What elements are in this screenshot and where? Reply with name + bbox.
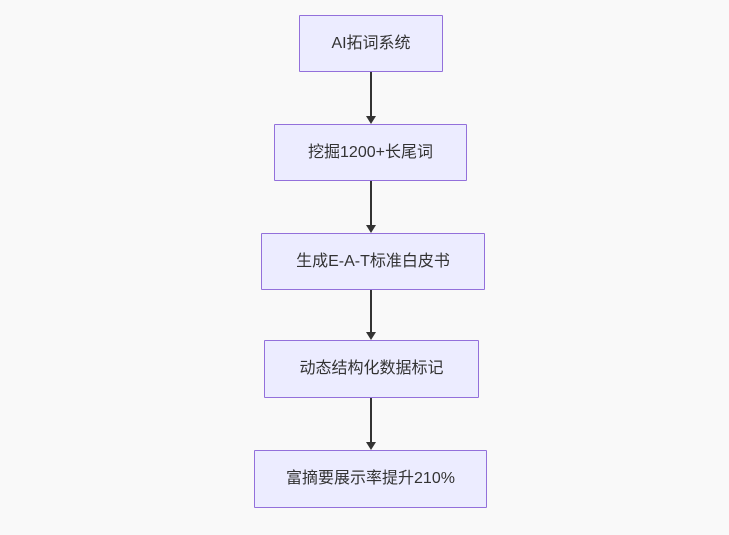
arrow-line	[370, 398, 372, 442]
arrowhead-icon	[366, 225, 376, 233]
arrow-line	[370, 72, 372, 116]
arrow-line	[370, 290, 372, 332]
arrow-down-icon	[365, 181, 377, 233]
flow-node-label: 富摘要展示率提升210%	[286, 470, 455, 488]
flow-node-label: 挖掘1200+长尾词	[308, 143, 433, 161]
flow-node-ai-word-expansion: AI拓词系统	[299, 15, 443, 72]
flow-node-label: 生成E-A-T标准白皮书	[296, 252, 450, 270]
arrow-down-icon	[365, 72, 377, 124]
flow-node-eat-whitepaper: 生成E-A-T标准白皮书	[261, 233, 485, 290]
arrowhead-icon	[366, 116, 376, 124]
flow-node-rich-snippet-result: 富摘要展示率提升210%	[254, 450, 487, 508]
flow-node-label: 动态结构化数据标记	[299, 360, 444, 378]
arrowhead-icon	[366, 442, 376, 450]
arrow-down-icon	[365, 290, 377, 340]
flow-node-label: AI拓词系统	[331, 34, 411, 52]
arrow-down-icon	[365, 398, 377, 450]
flow-node-longtail-mining: 挖掘1200+长尾词	[274, 124, 467, 181]
flow-node-structured-data-markup: 动态结构化数据标记	[264, 340, 479, 398]
arrow-line	[370, 181, 372, 225]
arrowhead-icon	[366, 332, 376, 340]
